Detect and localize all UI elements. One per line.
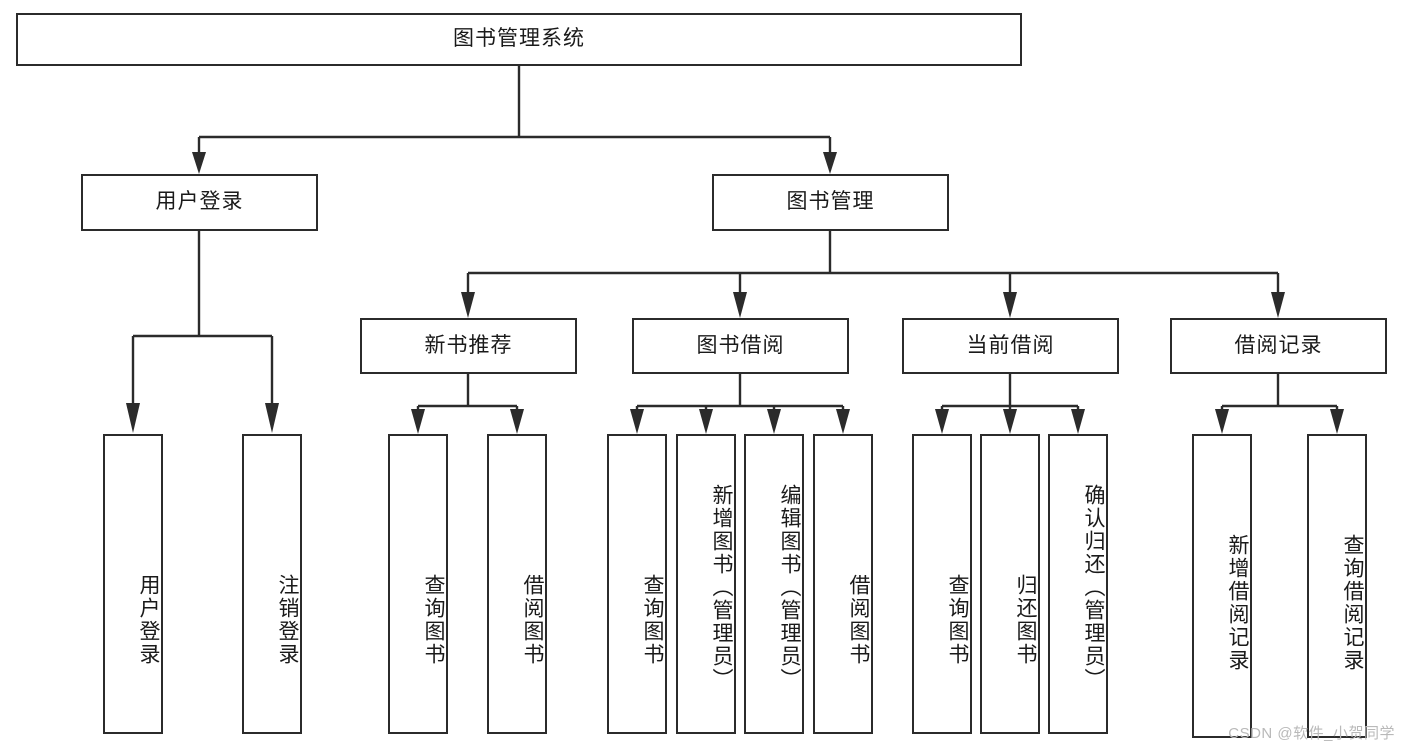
arrow-bm-c4: [1271, 292, 1285, 318]
node-current-borrow[interactable]: 当前借阅: [902, 318, 1119, 374]
node-book-manage[interactable]: 图书管理: [712, 174, 949, 231]
node-book-borrow[interactable]: 图书借阅: [632, 318, 849, 374]
node-leaf-query-book-1[interactable]: 查询图书: [388, 434, 448, 734]
node-user-login[interactable]: 用户登录: [81, 174, 318, 231]
node-borrow-record-label: 借阅记录: [1234, 333, 1323, 357]
arrow-bb-c4: [836, 409, 850, 434]
node-leaf-add-book-label: 新增图书（管理员）: [710, 483, 733, 691]
node-leaf-edit-book[interactable]: 编辑图书（管理员）: [744, 434, 804, 734]
node-leaf-add-record[interactable]: 新增借阅记录: [1192, 434, 1252, 738]
arrow-nbr-c1: [411, 409, 425, 434]
arrow-br-c1: [1215, 409, 1229, 434]
arrow-br-c2: [1330, 409, 1344, 434]
arrow-bm-c2: [733, 292, 747, 318]
node-leaf-add-record-label: 新增借阅记录: [1226, 534, 1249, 672]
node-leaf-confirm-return-label: 确认归还（管理员）: [1082, 483, 1105, 691]
node-leaf-return-book[interactable]: 归还图书: [980, 434, 1040, 734]
arrow-bm-c3: [1003, 292, 1017, 318]
arrow-bb-c3: [767, 409, 781, 434]
node-leaf-user-login[interactable]: 用户登录: [103, 434, 163, 734]
node-leaf-confirm-return[interactable]: 确认归还（管理员）: [1048, 434, 1108, 734]
node-book-manage-label: 图书管理: [786, 190, 875, 214]
node-leaf-borrow-book-2[interactable]: 借阅图书: [813, 434, 873, 734]
node-leaf-borrow-book-1[interactable]: 借阅图书: [487, 434, 547, 734]
arrow-cb-c1: [935, 409, 949, 434]
arrow-bb-c1: [630, 409, 644, 434]
node-book-borrow-label: 图书借阅: [696, 333, 785, 357]
arrow-cb-c3: [1071, 409, 1085, 434]
node-new-book-rec[interactable]: 新书推荐: [360, 318, 577, 374]
arrow-to-book-manage: [823, 152, 837, 174]
arrow-nbr-c2: [510, 409, 524, 434]
arrow-bb-c2: [699, 409, 713, 434]
node-leaf-borrow-book-2-label: 借阅图书: [847, 574, 870, 666]
arrow-ul-c1: [126, 403, 140, 433]
arrow-bm-c1: [461, 292, 475, 318]
node-root-label: 图书管理系统: [453, 27, 585, 51]
node-root[interactable]: 图书管理系统: [16, 13, 1022, 66]
arrow-to-user-login: [192, 152, 206, 174]
node-leaf-query-book-1-label: 查询图书: [422, 574, 445, 666]
node-leaf-return-book-label: 归还图书: [1014, 574, 1037, 666]
csdn-watermark: CSDN @软件_小贺同学: [1228, 725, 1395, 742]
node-leaf-user-login-label: 用户登录: [137, 574, 160, 666]
node-leaf-edit-book-label: 编辑图书（管理员）: [778, 483, 801, 691]
node-leaf-user-logout-label: 注销登录: [276, 574, 299, 666]
node-current-borrow-label: 当前借阅: [966, 333, 1055, 357]
node-borrow-record[interactable]: 借阅记录: [1170, 318, 1387, 374]
node-leaf-query-book-3[interactable]: 查询图书: [912, 434, 972, 734]
node-leaf-user-logout[interactable]: 注销登录: [242, 434, 302, 734]
node-leaf-add-book[interactable]: 新增图书（管理员）: [676, 434, 736, 734]
node-leaf-query-book-2[interactable]: 查询图书: [607, 434, 667, 734]
node-user-login-label: 用户登录: [155, 190, 244, 214]
node-leaf-query-record[interactable]: 查询借阅记录: [1307, 434, 1367, 738]
node-leaf-borrow-book-1-label: 借阅图书: [521, 574, 544, 666]
node-leaf-query-book-2-label: 查询图书: [641, 574, 664, 666]
node-leaf-query-book-3-label: 查询图书: [946, 574, 969, 666]
node-new-book-rec-label: 新书推荐: [424, 333, 513, 357]
node-leaf-query-record-label: 查询借阅记录: [1341, 534, 1364, 672]
arrow-cb-c2: [1003, 409, 1017, 434]
arrow-ul-c2: [265, 403, 279, 433]
